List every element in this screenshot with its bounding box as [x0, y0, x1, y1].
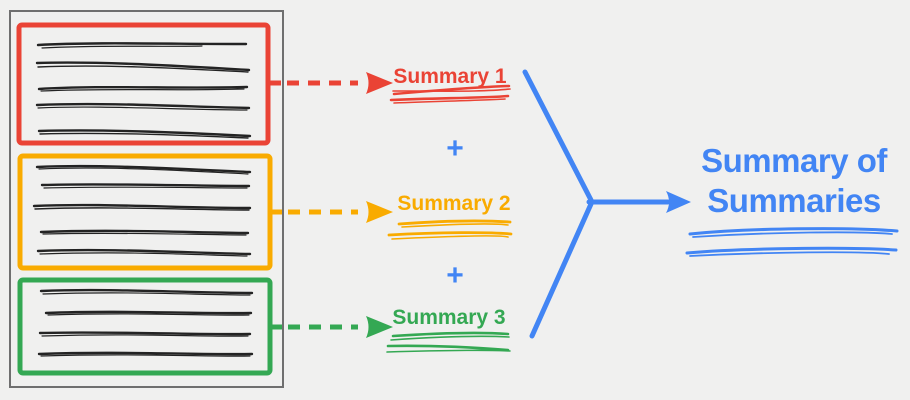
summary-1-label: Summary 1: [393, 65, 507, 88]
final-summary-scribble: [685, 227, 899, 257]
map-arrow-red: [267, 72, 393, 94]
section-3-text-scribbles: [37, 288, 254, 357]
map-arrow-green: [270, 316, 393, 338]
document-section-1: [16, 22, 271, 146]
map-arrow-red-head-icon: [366, 72, 393, 94]
summary-2-scribble: [387, 219, 513, 240]
section-2-text-scribbles: [32, 164, 252, 257]
final-summary: Summary of Summaries: [685, 142, 899, 257]
summary-3-label: Summary 3: [392, 306, 505, 329]
final-summary-title-line-1: Summary of: [701, 142, 888, 179]
summary-2-label: Summary 2: [397, 192, 510, 215]
merge-line-top: [522, 69, 594, 203]
merge-line-bottom: [529, 201, 594, 339]
document-page: [9, 10, 284, 388]
merge-arrow-head-icon: [666, 191, 691, 213]
map-arrow-green-head-icon: [366, 316, 393, 338]
merge-lines: [522, 69, 671, 339]
summary-3-scribble: [386, 331, 511, 353]
map-arrow-orange: [269, 201, 393, 223]
map-arrow-orange-head-icon: [366, 201, 393, 223]
summary-1-scribble: [389, 84, 511, 104]
plus-icon-2: +: [446, 259, 464, 292]
plus-icon-1: +: [446, 132, 464, 165]
final-summary-title-line-2: Summaries: [707, 182, 880, 219]
document-page-border: [9, 10, 284, 388]
section-1-text-scribbles: [35, 42, 252, 139]
